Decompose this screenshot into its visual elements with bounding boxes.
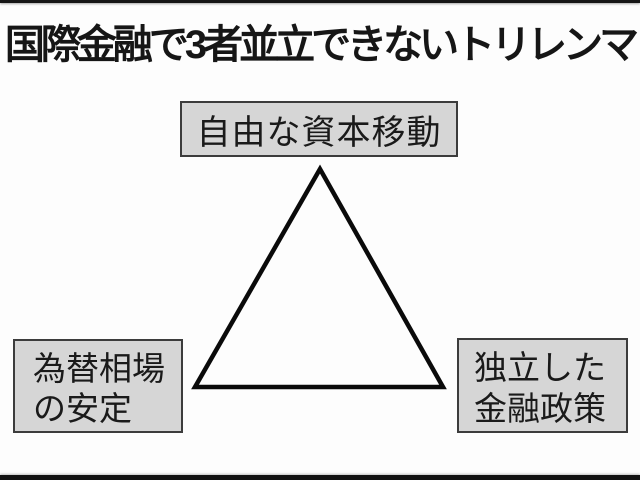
top-box-label: 自由な資本移動: [196, 113, 442, 152]
bottom-right-box-line1: 独立した: [474, 349, 606, 386]
bottom-border-bar: [0, 475, 640, 480]
triangle-shape: [191, 164, 447, 390]
bottom-right-box-independent-monetary-policy: 独立した 金融政策: [457, 338, 628, 433]
top-border-bar: [0, 0, 640, 3]
top-box-free-capital-movement: 自由な資本移動: [180, 101, 458, 157]
bottom-left-box-exchange-rate-stability: 為替相場 の安定: [13, 339, 183, 433]
bottom-right-box-line2: 金融政策: [474, 390, 606, 427]
bottom-left-box-line2: の安定: [33, 390, 132, 427]
bottom-left-box-line1: 為替相場: [33, 350, 165, 387]
triangle-outline: [191, 164, 447, 390]
page-title: 国際金融で3者並立できないトリレンマ: [4, 23, 639, 67]
